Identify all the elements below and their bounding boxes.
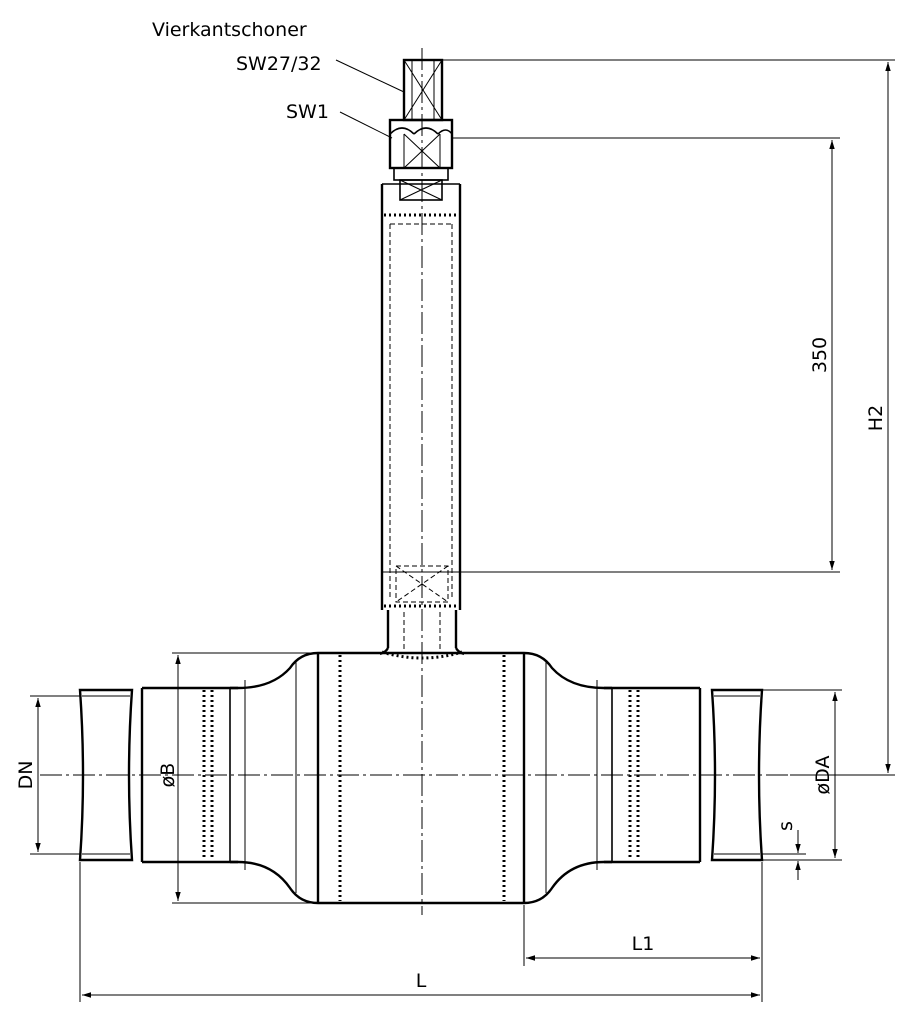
dim-h2 xyxy=(442,59,895,776)
label-350: 350 xyxy=(809,337,831,373)
label-sw27-32: SW27/32 xyxy=(236,53,322,75)
label-sw1: SW1 xyxy=(286,101,329,123)
label-dn: DN xyxy=(15,761,37,790)
left-pipe-section xyxy=(140,680,246,870)
dim-l xyxy=(79,862,760,1002)
dim-da xyxy=(762,689,842,861)
dim-b xyxy=(172,652,318,904)
valve-body xyxy=(230,651,612,905)
right-pipe-section xyxy=(596,680,702,870)
label-l1: L1 xyxy=(632,933,655,955)
spindle-collar xyxy=(393,167,449,201)
label-s: s xyxy=(775,821,797,831)
extension-tube xyxy=(380,183,462,610)
leader-sw27-32 xyxy=(335,59,405,93)
label-da: øDA xyxy=(812,756,834,795)
label-l: L xyxy=(416,970,427,992)
dim-s xyxy=(762,830,806,880)
label-h2: H2 xyxy=(865,405,887,431)
leader-sw1 xyxy=(339,111,393,139)
dim-l1 xyxy=(523,862,763,1002)
label-b: øB xyxy=(157,763,179,788)
left-weld-end xyxy=(78,688,134,862)
dim-350 xyxy=(452,137,840,573)
sw1-hex-nut xyxy=(388,118,454,170)
vierkantschoner-part xyxy=(402,58,444,122)
dim-dn xyxy=(30,695,80,855)
label-vierkantschoner: Vierkantschoner xyxy=(152,19,307,41)
